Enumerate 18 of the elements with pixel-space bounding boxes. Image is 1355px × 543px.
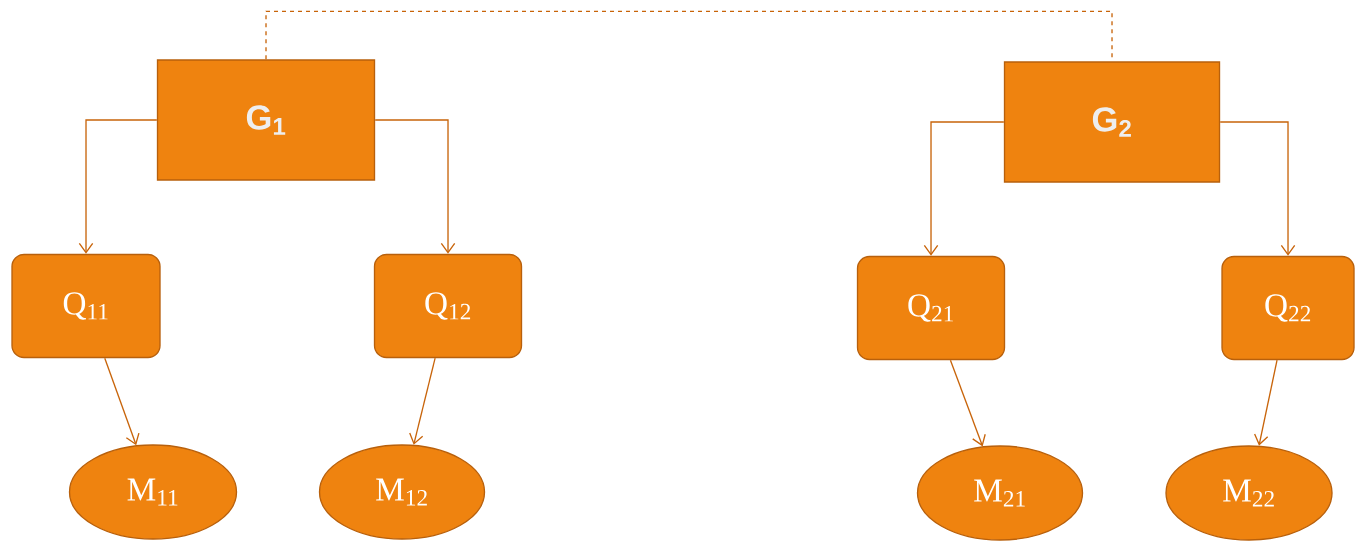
arrow: [374, 119, 456, 254]
arrow: [104, 357, 140, 446]
rounded-box: Q$_{12}$: [373, 253, 523, 359]
group-box: G$_{2}$: [1003, 61, 1221, 183]
arrow: [409, 357, 436, 445]
arrow: [949, 359, 986, 447]
rounded-box: Q$_{21}$: [856, 255, 1006, 361]
arrow: [78, 119, 158, 254]
arrow: [923, 121, 1005, 256]
rounded-box: Q$_{11}$: [11, 253, 161, 359]
group-box: G$_{1}$: [156, 59, 376, 181]
ellipse-node: M$_{12}$: [318, 444, 486, 540]
ellipse-node: M$_{11}$: [68, 444, 238, 540]
arrow: [1253, 359, 1278, 446]
arrow: [1219, 121, 1296, 256]
ellipse-node: M$_{22}$: [1165, 445, 1333, 541]
ellipse-node: M$_{21}$: [916, 445, 1084, 541]
rounded-box: Q$_{22}$: [1221, 255, 1355, 361]
